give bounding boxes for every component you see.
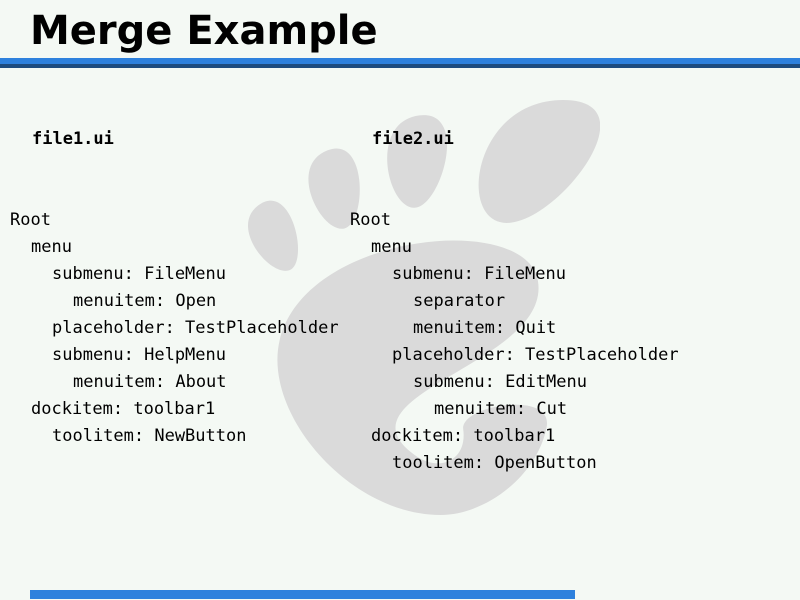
footer-progress-bar [30, 590, 575, 599]
tree-node: toolitem: NewButton [52, 426, 247, 446]
file2-tree: Root menu submenu: FileMenu separator menuit… [350, 207, 679, 477]
tree-node: submenu: HelpMenu [52, 345, 226, 365]
tree-node: Root [10, 210, 51, 230]
slide-title: Merge Example [30, 8, 378, 54]
tree-node: submenu: FileMenu [392, 264, 566, 284]
file2-tree-panel: file2.ui Root menu submenu: FileMenu separa… [350, 72, 679, 531]
file1-header: file1.ui [32, 129, 114, 149]
title-rule-blue [0, 58, 800, 64]
tree-node: dockitem: toolbar1 [31, 399, 216, 419]
tree-node: menuitem: Quit [413, 318, 557, 338]
gnome-foot-shapes [248, 100, 600, 515]
tree-node: menu [371, 237, 412, 257]
tree-node: menuitem: Cut [434, 399, 568, 419]
tree-node: menu [31, 237, 72, 257]
title-rule-navy [0, 64, 800, 68]
tree-node: dockitem: toolbar1 [371, 426, 556, 446]
file1-tree: Root menu submenu: FileMenu menuitem: Open p… [10, 207, 339, 450]
tree-node: submenu: EditMenu [413, 372, 587, 392]
tree-node: menuitem: About [73, 372, 227, 392]
tree-node: Root [350, 210, 391, 230]
tree-node: placeholder: TestPlaceholder [392, 345, 679, 365]
gnome-foot-icon [248, 100, 600, 515]
file2-header: file2.ui [372, 129, 454, 149]
tree-node: submenu: FileMenu [52, 264, 226, 284]
file1-tree-panel: file1.ui Root menu submenu: FileMenu menuit… [10, 72, 339, 504]
tree-node: menuitem: Open [73, 291, 217, 311]
tree-node: placeholder: TestPlaceholder [52, 318, 339, 338]
tree-node: separator [413, 291, 506, 311]
tree-node: toolitem: OpenButton [392, 453, 597, 473]
